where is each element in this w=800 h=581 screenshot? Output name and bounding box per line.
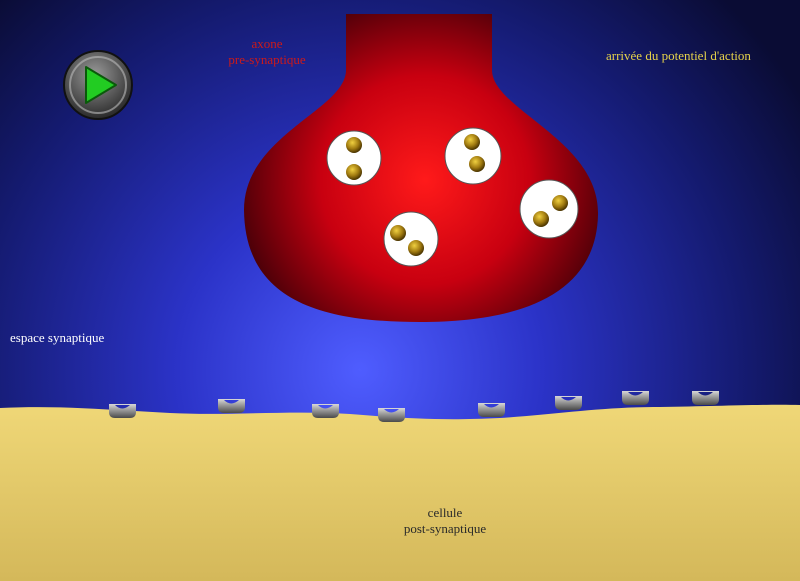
neurotransmitter-molecule [533, 211, 549, 227]
vesicle [384, 212, 438, 266]
neurotransmitter-molecule [464, 134, 480, 150]
neurotransmitter-molecule [469, 156, 485, 172]
vesicle [445, 128, 501, 184]
axon-label-line2: pre-synaptique [218, 52, 316, 68]
axon-label-line1: axone [218, 36, 316, 52]
action-potential-label: arrivée du potentiel d'action [606, 48, 751, 64]
postsynaptic-cell [0, 405, 800, 581]
neurotransmitter-molecule [552, 195, 568, 211]
neurotransmitter-molecule [408, 240, 424, 256]
vesicle [520, 180, 578, 238]
axon-label: axone pre-synaptique [218, 36, 316, 68]
neurotransmitter-molecule [390, 225, 406, 241]
neurotransmitter-molecule [346, 164, 362, 180]
synaptic-space-label: espace synaptique [10, 330, 104, 346]
play-button[interactable] [62, 49, 134, 121]
postsynaptic-label-line1: cellule [380, 505, 510, 521]
vesicle [327, 131, 381, 185]
postsynaptic-label-line2: post-synaptique [380, 521, 510, 537]
postsynaptic-label: cellule post-synaptique [380, 505, 510, 537]
neurotransmitter-molecule [346, 137, 362, 153]
